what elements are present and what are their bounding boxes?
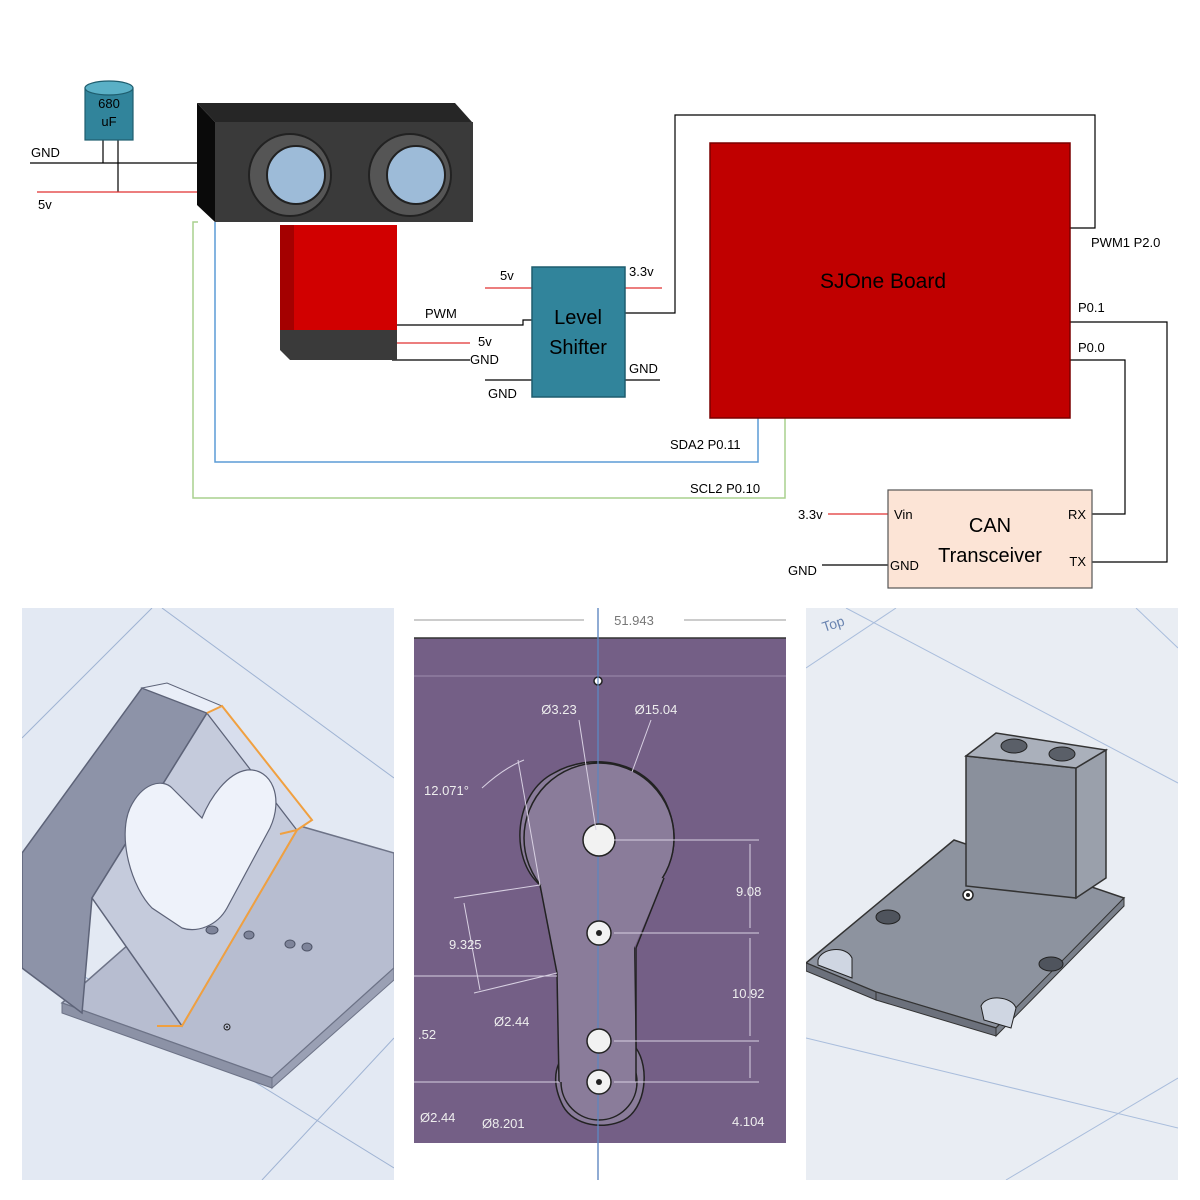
sketch-dimension-view: 51.943 [414,608,786,1180]
sda-wire [214,222,759,463]
dim-vertical-2: 10.92 [732,986,765,1001]
view-label-top: Top [820,613,847,635]
ultrasonic-sensor [197,103,473,222]
dim-mid-hole: Ø2.44 [494,1014,529,1029]
dim-vertical-1: 9.08 [736,884,761,899]
wiring-schematic: 680 uF Level Shifter SJOne Board CAN Tra… [30,80,1168,589]
gnd-wires [30,140,198,192]
dim-angle: 12.071° [424,783,469,798]
dim-left-1: 9.325 [449,937,482,952]
can-transceiver: CAN Transceiver Vin GND RX TX [887,489,1093,589]
sensor-5v-label: 5v [38,197,52,212]
pin-pwm1-label: PWM1 P2.0 [1091,235,1160,250]
mount-3d-view: Top [806,608,1178,1180]
can-pin-rx: RX [1068,507,1086,522]
dim-left-2: .52 [418,1027,436,1042]
dim-top-width: 51.943 [614,613,654,628]
level-shifter-label-2: Shifter [549,337,607,359]
ls-gnd-right-label: GND [629,361,658,376]
can-gnd-ext-label: GND [788,563,817,578]
pin-p00-label: P0.0 [1078,340,1105,355]
capacitor-label-2: uF [101,114,116,129]
dim-bottom-circle: Ø8.201 [482,1116,525,1131]
bracket-3d-view [22,608,394,1180]
can-pin-vin: Vin [894,507,913,522]
pwm-wire [397,319,532,326]
dim-large-circle: Ø15.04 [635,702,678,717]
sjone-board: SJOne Board [709,142,1071,419]
ls-to-pwm1-wire [625,114,1096,314]
can-label-2: Transceiver [938,545,1042,567]
p00-rx-wire [1070,359,1126,515]
scl-wire [192,221,786,499]
dim-small-hole: Ø3.23 [541,702,576,717]
pin-sda-label: SDA2 P0.11 [670,437,741,452]
sensor-gnd-label: GND [31,145,60,160]
ls-gnd-left-label: GND [488,386,517,401]
ls-5v-label: 5v [500,268,514,283]
can-pin-gnd: GND [890,558,919,573]
level-shifter: Level Shifter [531,266,626,398]
capacitor: 680 uF [84,80,134,141]
servo-pwm-label: PWM [425,306,457,321]
dim-bottom-left-hole: Ø2.44 [420,1110,455,1125]
servo [280,225,397,360]
servo-gnd-label: GND [470,352,499,367]
dim-vertical-3: 4.104 [732,1114,765,1129]
level-shifter-label-1: Level [554,307,602,329]
can-pin-tx: TX [1069,554,1086,569]
p01-tx-wire [1070,321,1168,563]
pin-p01-label: P0.1 [1078,300,1105,315]
ls-3v3-label: 3.3v [629,264,654,279]
pin-scl-label: SCL2 P0.10 [690,481,760,496]
board-label: SJOne Board [820,270,946,293]
can-3v3-label: 3.3v [798,507,823,522]
servo-5v-label: 5v [478,334,492,349]
capacitor-label-1: 680 [98,96,120,111]
can-label-1: CAN [969,515,1011,537]
